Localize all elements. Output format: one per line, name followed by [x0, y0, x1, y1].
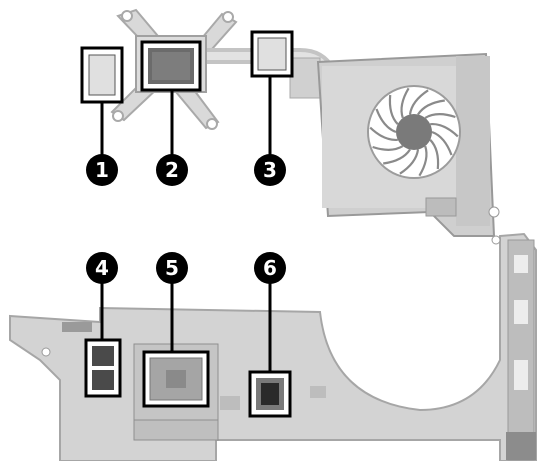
callout-3: 3	[254, 154, 286, 186]
leader-lines	[100, 76, 272, 372]
fan-blade	[400, 87, 410, 119]
svg-text:1: 1	[95, 158, 109, 182]
fan-blade	[431, 130, 453, 156]
fan-blade	[417, 99, 445, 116]
thermal-pad-6	[248, 370, 292, 418]
svg-text:5: 5	[165, 256, 179, 280]
fan-blade	[372, 145, 404, 151]
fan-blade	[383, 148, 411, 165]
fan-blade	[408, 89, 429, 115]
callout-1: 1	[86, 154, 118, 186]
callout-6: 6	[254, 252, 286, 284]
fan-blade	[369, 126, 398, 141]
svg-text:4: 4	[95, 256, 109, 280]
fan-blade	[388, 94, 399, 125]
thermal-paste-5	[142, 350, 210, 408]
callout-5: 5	[156, 252, 188, 284]
fan-blade	[430, 123, 459, 138]
callout-2: 2	[156, 154, 188, 186]
svg-text:3: 3	[263, 158, 277, 182]
thermal-pad-3	[250, 30, 294, 78]
fan-blade	[399, 149, 420, 175]
fan-blade	[429, 139, 440, 170]
fan-icon	[367, 85, 461, 179]
thermal-pad-1	[80, 46, 124, 104]
callout-4: 4	[86, 252, 118, 284]
svg-text:2: 2	[165, 158, 179, 182]
svg-text:6: 6	[263, 256, 277, 280]
thermal-pad-4	[84, 338, 122, 398]
fan-blade	[375, 108, 397, 134]
fan-blade	[424, 113, 456, 119]
fan-blade	[418, 145, 428, 177]
thermal-paste-2	[140, 40, 202, 92]
